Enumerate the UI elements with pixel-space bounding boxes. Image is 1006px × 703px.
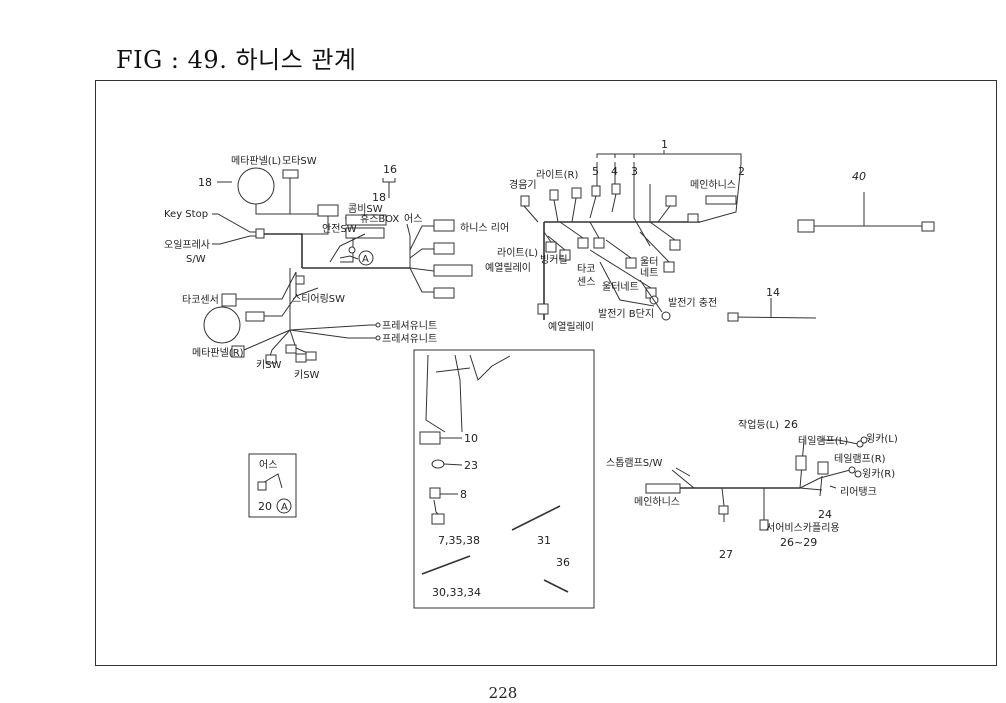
pressure-unit-label-1: 프레셔유니트 [382,320,437,332]
fuel-net-label: 울터네트 [602,281,639,293]
ref-24: 24 [818,508,832,521]
ref-20: 20 [258,500,272,513]
pressure-unit-label-2: 프레셔유니트 [382,333,437,345]
alt-charge-label: 발전기 충전 [668,297,717,309]
winker-l-label: 윙카(L) [866,433,898,445]
page-number: 228 [488,684,518,702]
tail-lamp-l-label: 테일램프(L) [798,435,848,447]
earth-label: 어스 [404,213,422,225]
ref-3: 3 [631,165,638,178]
winker-r-label: 윙카(R) [862,468,895,480]
ref-1: 1 [661,138,668,151]
ref-23: 23 [464,459,478,472]
lite-l-label: 라이트(L) [497,247,538,259]
fuel-meter-label-2: 네트 [640,267,658,279]
ref-18b: 18 [372,191,386,204]
main-harness-label-2: 메인하니스 [634,495,680,508]
safety-sw-label: 안전SW [322,223,357,235]
ref-16: 16 [383,163,397,176]
ref-30-33-34: 30,33,34 [432,586,481,599]
ref-7-35-38: 7,35,38 [438,534,480,547]
item-14 [727,298,817,322]
blinker-relay-label: 빙커릴 [540,253,568,266]
meter-panel-r-label: 메타판넬(R) [192,347,244,359]
ref-4: 4 [611,165,618,178]
circle-a-label-2: A [281,502,288,513]
item-40 [797,192,935,233]
page-title: FIG : 49. 하니스 관계 [116,46,357,74]
center-harness [520,150,742,321]
key-sw-label-2: 키SW [294,369,320,381]
harness-rear-label: 하니스 리어 [460,221,509,234]
fuel-meter-label-1: 울터 [640,256,658,268]
tacho-label-1: 타코 [577,263,595,275]
rear-harness [645,436,868,531]
ref-31: 31 [537,534,551,547]
lite-r-label: 라이트(R) [536,169,578,181]
alt-b-label: 발전기 B단지 [598,308,654,320]
left-harness [203,167,473,364]
ref-10: 10 [464,432,478,445]
steering-sw-label: 스티어링SW [292,293,345,305]
key-stop-label: Key Stop [164,209,208,220]
horn-label: 경음기 [509,178,537,191]
earth-box-label: 어스 [259,459,277,471]
ref-40: 40 [852,170,866,183]
meter-panel-l-gauge [237,167,275,205]
stop-lamp-sw-label: 스톱램프S/W [606,457,663,469]
main-harness-label: 메인하니스 [690,178,736,191]
ref-2: 2 [738,165,745,178]
tacho-label-2: 센스 [577,276,595,288]
oil-press-label-sw: S/W [186,254,206,265]
fuse-box-label: 휴즈BOX [360,213,399,225]
ref-5: 5 [592,165,599,178]
ref-18a: 18 [198,176,212,189]
key-sw-label-1: 키SW [256,359,282,371]
ref-27: 27 [719,548,733,561]
ref-8: 8 [460,488,467,501]
motor-sw-label: 모타SW [282,155,317,167]
parts-inset [413,349,595,609]
service-coupler-label: 서어비스카플리용 [766,522,840,534]
combi-sw-label: 콤비SW [348,203,383,215]
tail-lamp-r-label: 테일램프(R) [834,453,886,465]
heat-relay-label-2: 예열릴레이 [548,320,594,333]
tacho-sensor-label: 타코센서 [182,294,219,306]
work-lamp-label: 작업등(L) [738,418,779,431]
meter-panel-l-label: 메타판넬(L) [231,155,281,167]
oil-press-label: 오일프레사 [164,239,210,251]
diagram-frame [95,80,997,666]
ref-36: 36 [556,556,570,569]
rear-tank-label: 리어탱크 [840,486,877,498]
ref-26-29: 26~29 [780,536,817,549]
heat-relay-label-1: 예열릴레이 [485,261,531,274]
earth-a-box [248,453,297,518]
circle-a-label: A [362,254,369,265]
meter-panel-r-gauge [203,306,241,344]
ref-14: 14 [766,286,780,299]
ref-26a: 26 [784,418,798,431]
